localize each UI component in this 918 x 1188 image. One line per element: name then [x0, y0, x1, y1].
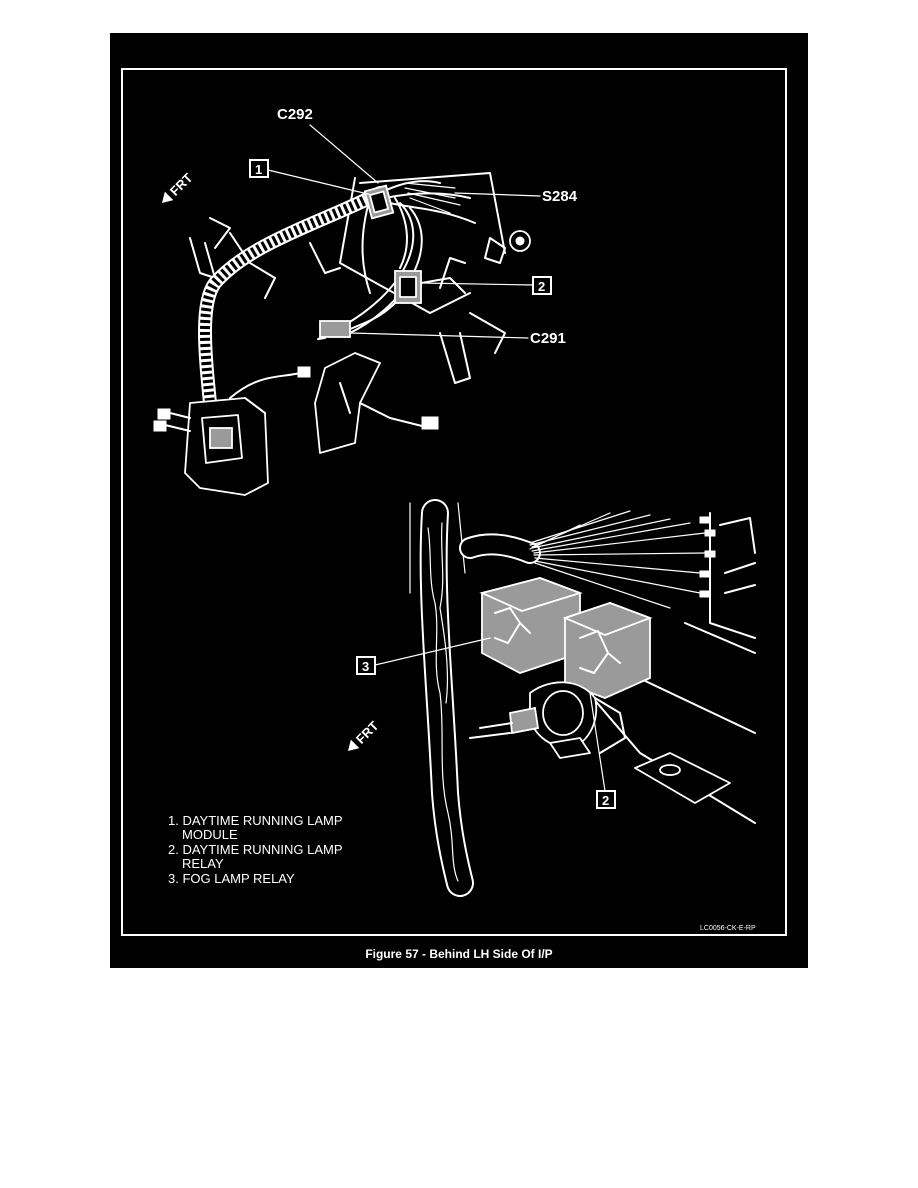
figure-panel: C292 S284 C291 1 2 FRT [110, 33, 808, 968]
legend-item-1: 1. DAYTIME RUNNING LAMP [168, 813, 343, 828]
callout-1: 1 [249, 159, 269, 178]
callout-2-bottom: 2 [596, 790, 616, 809]
legend-item-2: 2. DAYTIME RUNNING LAMP [168, 842, 343, 857]
legend-item-2-cont: RELAY [182, 856, 224, 871]
callout-2-top-number: 2 [538, 279, 545, 294]
callout-3: 3 [356, 656, 376, 675]
callout-1-number: 1 [255, 162, 262, 177]
c291-label: C291 [530, 330, 566, 347]
front-arrow-bottom-label: FRT [353, 718, 382, 747]
c292-label: C292 [277, 106, 313, 123]
front-arrow-top: FRT [162, 170, 196, 203]
legend-item-3: 3. FOG LAMP RELAY [168, 871, 295, 886]
callout-2-top: 2 [532, 276, 552, 295]
front-arrow-top-label: FRT [167, 170, 196, 199]
s284-label: S284 [542, 188, 578, 205]
front-arrow-top-icon [162, 191, 174, 203]
figure-code: LC0056-CK-E-RP [700, 925, 756, 932]
legend: 1. DAYTIME RUNNING LAMP MODULE 2. DAYTIM… [168, 813, 343, 886]
figure-caption: Figure 57 - Behind LH Side Of I/P [365, 947, 552, 961]
front-arrow-bottom-icon [348, 739, 360, 751]
front-arrow-bottom: FRT [348, 718, 382, 751]
callout-2-bottom-number: 2 [602, 793, 609, 808]
wiring-diagram: C292 S284 C291 1 2 FRT [121, 68, 787, 961]
bottom-illustration [409, 499, 756, 897]
legend-item-1-cont: MODULE [182, 827, 238, 842]
callout-3-number: 3 [362, 659, 369, 674]
inner-frame [121, 68, 787, 936]
top-illustration [153, 172, 531, 496]
